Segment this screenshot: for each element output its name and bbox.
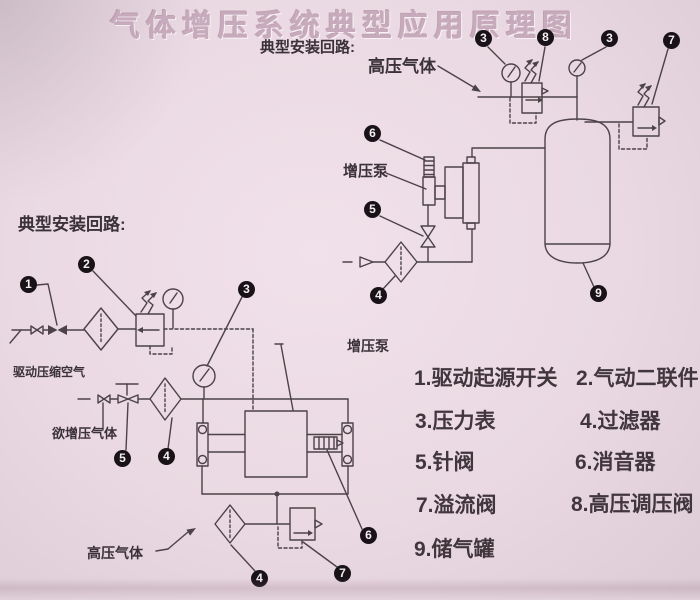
legend-item: 4.过滤器: [580, 410, 661, 433]
pump-to-tank-line: [471, 147, 546, 158]
legend-item: 5.针阀: [415, 451, 475, 474]
callout-9: 9: [590, 285, 607, 302]
callout-2: 2: [78, 256, 95, 273]
outlet-filter-relief: [155, 504, 323, 552]
callout-7: 7: [663, 32, 680, 49]
legend-item: 8.高压调压阀: [571, 493, 694, 516]
pilot-line-dashed: [163, 328, 254, 411]
page-title: 气体增压系统典型应用原理图: [110, 10, 578, 43]
air-regulator-unit: [135, 288, 184, 355]
high-pressure-gas-arrow: [437, 65, 481, 92]
left-circuit-heading: 典型安装回路:: [18, 215, 126, 234]
legend-item: 2.气动二联件: [576, 367, 699, 390]
callout-5: 5: [114, 450, 131, 467]
drive-air-line: [9, 307, 137, 351]
pressure-gauge-icon: [192, 364, 216, 400]
callout-4: 4: [158, 448, 175, 465]
callout-3: 3: [475, 30, 492, 47]
callout-8: 8: [537, 29, 554, 46]
legend-item: 1.驱动起源开关: [414, 367, 558, 390]
hp-regulator-valve: [509, 59, 549, 124]
label-gas-to-boost: 欲增压气体: [52, 426, 118, 441]
top-circuit-heading: 典型安装回路:: [260, 39, 355, 56]
callout-leaders-left: [36, 270, 363, 572]
label-booster-pump-right: 增压泵: [343, 163, 389, 180]
storage-tank: [544, 118, 611, 288]
callout-4: 4: [370, 287, 387, 304]
top-circuit: [342, 46, 669, 290]
label-booster-pump-left: 增压泵: [347, 338, 389, 354]
gas-boost-line: [77, 377, 349, 451]
inlet-filter-right: [342, 228, 473, 283]
left-circuit: [9, 270, 363, 572]
callout-6: 6: [364, 125, 381, 142]
booster-pump-right: [385, 156, 480, 263]
callout-6: 6: [360, 527, 377, 544]
callout-3: 3: [238, 281, 255, 298]
pressure-gauge-icon: [501, 63, 521, 98]
callout-1: 1: [20, 276, 37, 293]
callout-5: 5: [364, 201, 381, 218]
callout-7: 7: [334, 565, 351, 582]
pressure-gauge-icon: [568, 59, 586, 98]
legend-item: 7.溢流阀: [416, 494, 497, 517]
label-high-pressure-gas-top: 高压气体: [368, 57, 436, 76]
legend-item: 9.储气罐: [414, 538, 495, 561]
booster-pump-left: [196, 343, 354, 478]
callout-3: 3: [601, 30, 618, 47]
scan-edge-shadow: [0, 578, 700, 600]
label-drive-compressed-air: 驱动压缩空气: [13, 365, 86, 379]
pump-outlet-lines: [201, 465, 349, 525]
legend-item: 3.压力表: [415, 410, 496, 433]
relief-regulator-valve: [618, 83, 666, 150]
legend-item: 6.消音器: [575, 451, 656, 474]
label-high-pressure-gas-bottom: 高压气体: [87, 545, 143, 561]
callout-leaders-top: [379, 46, 669, 290]
